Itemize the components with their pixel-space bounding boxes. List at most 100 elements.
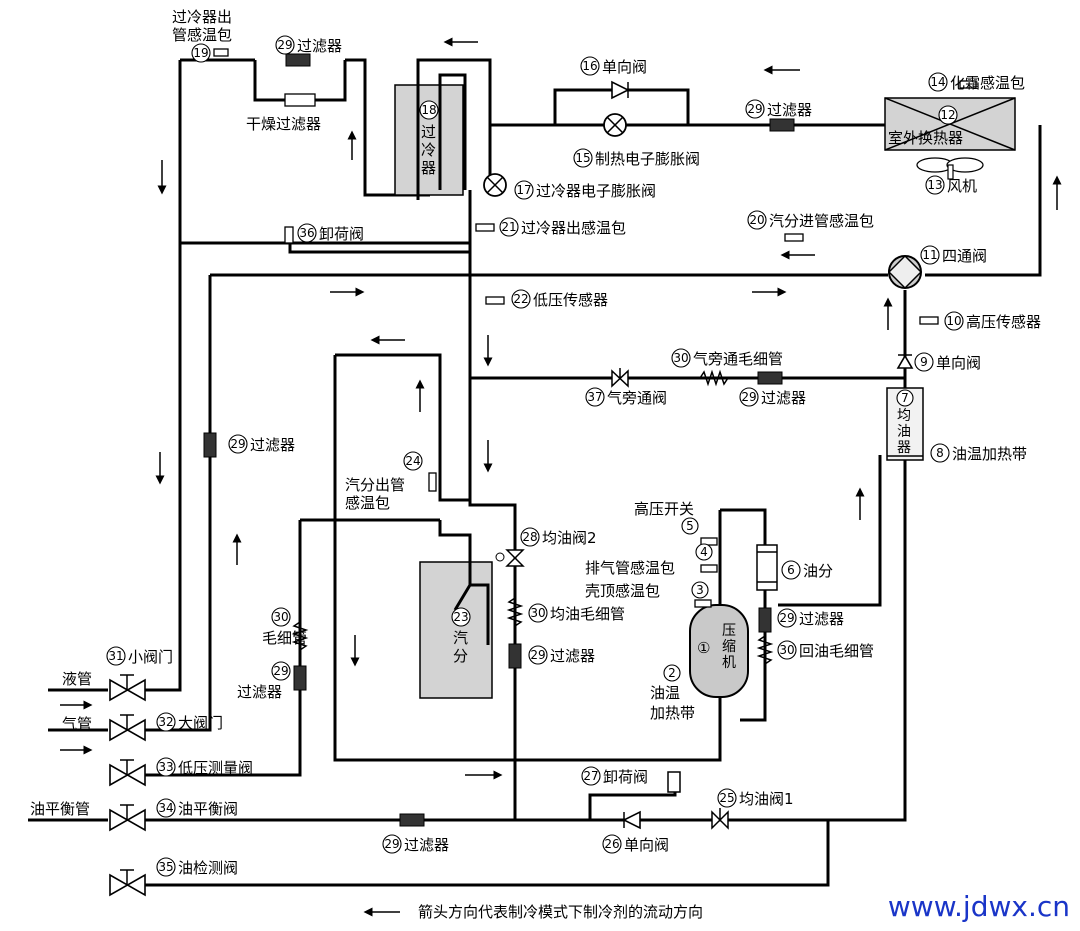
label-29: 过滤器 xyxy=(404,836,449,854)
label-1-a: 压 xyxy=(722,623,736,639)
label-7-a: 均 xyxy=(897,408,911,424)
label-1-b: 缩 xyxy=(722,639,736,655)
label-18-b: 冷 xyxy=(421,141,436,159)
badge-13: 13 xyxy=(927,178,942,192)
solenoid-valve-icon xyxy=(495,549,525,567)
badge-30: 30 xyxy=(673,351,688,365)
pressure-sensor-icon xyxy=(485,296,505,305)
label-2-line2: 加热带 xyxy=(650,704,695,722)
badge-26: 26 xyxy=(604,837,619,851)
drying-filter-icon xyxy=(284,93,316,107)
label-6: 油分 xyxy=(803,562,833,580)
label-3: 壳顶感温包 xyxy=(585,582,660,600)
label-12: 室外换热器 xyxy=(888,129,963,147)
label-17: 过冷器电子膨胀阀 xyxy=(536,182,656,200)
valve-icon xyxy=(109,674,146,702)
label-31: 小阀门 xyxy=(128,648,173,666)
badge-6: 6 xyxy=(787,563,795,577)
label-29: 过滤器 xyxy=(250,436,295,454)
label-18-c: 器 xyxy=(421,159,436,177)
check-valve-icon xyxy=(611,80,630,100)
badge-18: 18 xyxy=(421,103,436,117)
label-21: 过冷器出感温包 xyxy=(521,219,626,237)
filter-icon xyxy=(508,643,522,669)
filter-icon xyxy=(399,813,425,827)
labels: 过冷器出 管感温包 19 29 过滤器 干燥过滤器 18 过 冷 器 16 单向… xyxy=(30,8,1041,921)
label-gas-pipe: 气管 xyxy=(62,715,92,733)
label-14: 化霜感温包 xyxy=(950,74,1025,92)
filter-icon xyxy=(203,432,217,458)
check-valve-icon xyxy=(896,354,914,369)
label-29: 过滤器 xyxy=(761,389,806,407)
unloading-valve-icon xyxy=(667,771,681,793)
badge-17: 17 xyxy=(516,183,531,197)
oil-separator xyxy=(756,544,778,591)
badge-29: 29 xyxy=(277,38,292,52)
label-1-c: 机 xyxy=(722,655,736,671)
label-dryer: 干燥过滤器 xyxy=(246,115,321,133)
capillary-icon xyxy=(506,597,524,627)
label-23-b: 分 xyxy=(453,647,468,665)
badge-19: 19 xyxy=(193,46,208,60)
badge-32: 32 xyxy=(158,715,173,729)
badge-3: 3 xyxy=(696,583,704,597)
label-18-a: 过 xyxy=(421,123,436,141)
temperature-sensor-icon xyxy=(694,599,712,608)
badge-20: 20 xyxy=(749,213,764,227)
filter-icon xyxy=(758,607,772,633)
badge-34: 34 xyxy=(158,801,173,815)
badge-4: 4 xyxy=(700,545,708,559)
badge-37: 37 xyxy=(587,390,602,404)
label-7-b: 油 xyxy=(897,424,911,440)
badge-21: 21 xyxy=(501,220,516,234)
temperature-sensor-icon xyxy=(428,472,437,492)
badge-1: ① xyxy=(697,639,710,657)
label-15: 制热电子膨胀阀 xyxy=(595,150,700,168)
filter-icon xyxy=(757,371,783,385)
solenoid-valve-icon xyxy=(611,368,629,388)
badge-29: 29 xyxy=(273,664,288,678)
temperature-sensor-icon xyxy=(213,48,229,57)
badge-29: 29 xyxy=(747,102,762,116)
label-20: 汽分进管感温包 xyxy=(769,212,874,230)
badge-10: 10 xyxy=(946,314,961,328)
label-35: 油检测阀 xyxy=(178,859,238,877)
badge-29: 29 xyxy=(230,437,245,451)
label-oil-balance-pipe: 油平衡管 xyxy=(30,800,90,818)
label-25: 均油阀1 xyxy=(739,790,794,808)
label-37: 气旁通阀 xyxy=(607,389,667,407)
badge-15: 15 xyxy=(575,151,590,165)
label-26: 单向阀 xyxy=(624,836,669,854)
label-30b: 均油毛细管 xyxy=(550,605,625,623)
label-36: 卸荷阀 xyxy=(319,225,364,243)
watermark: www.jdwx.cn xyxy=(887,890,1070,923)
badge-11: 11 xyxy=(922,248,937,262)
label-13: 风机 xyxy=(947,177,977,195)
badge-12: 12 xyxy=(940,108,955,122)
badge-33: 33 xyxy=(158,760,173,774)
temperature-sensor-icon xyxy=(959,80,977,89)
valve-icon xyxy=(109,759,146,787)
capillary-icon xyxy=(756,635,774,665)
badge-28: 28 xyxy=(522,530,537,544)
unloading-valve-icon xyxy=(284,226,294,244)
label-liquid-pipe: 液管 xyxy=(62,670,92,688)
label-24-line1: 汽分出管 xyxy=(345,476,405,494)
flow-arrows xyxy=(60,37,1062,917)
label-32: 大阀门 xyxy=(178,714,223,732)
badge-29: 29 xyxy=(741,390,756,404)
badge-30: 30 xyxy=(273,610,288,624)
badge-22: 22 xyxy=(513,292,528,306)
label-29: 过滤器 xyxy=(237,683,282,701)
badge-31: 31 xyxy=(108,649,123,663)
badge-29: 29 xyxy=(530,648,545,662)
label-5: 高压开关 xyxy=(634,500,694,518)
label-30a: 气旁通毛细管 xyxy=(693,350,783,368)
label-4: 排气管感温包 xyxy=(585,559,675,577)
badge-25: 25 xyxy=(719,791,734,805)
pressure-switch-icon xyxy=(700,537,718,546)
label-27: 卸荷阀 xyxy=(603,768,648,786)
label-28: 均油阀2 xyxy=(542,529,597,547)
label-23-a: 汽 xyxy=(453,629,468,647)
solenoid-valve-icon xyxy=(711,808,729,830)
